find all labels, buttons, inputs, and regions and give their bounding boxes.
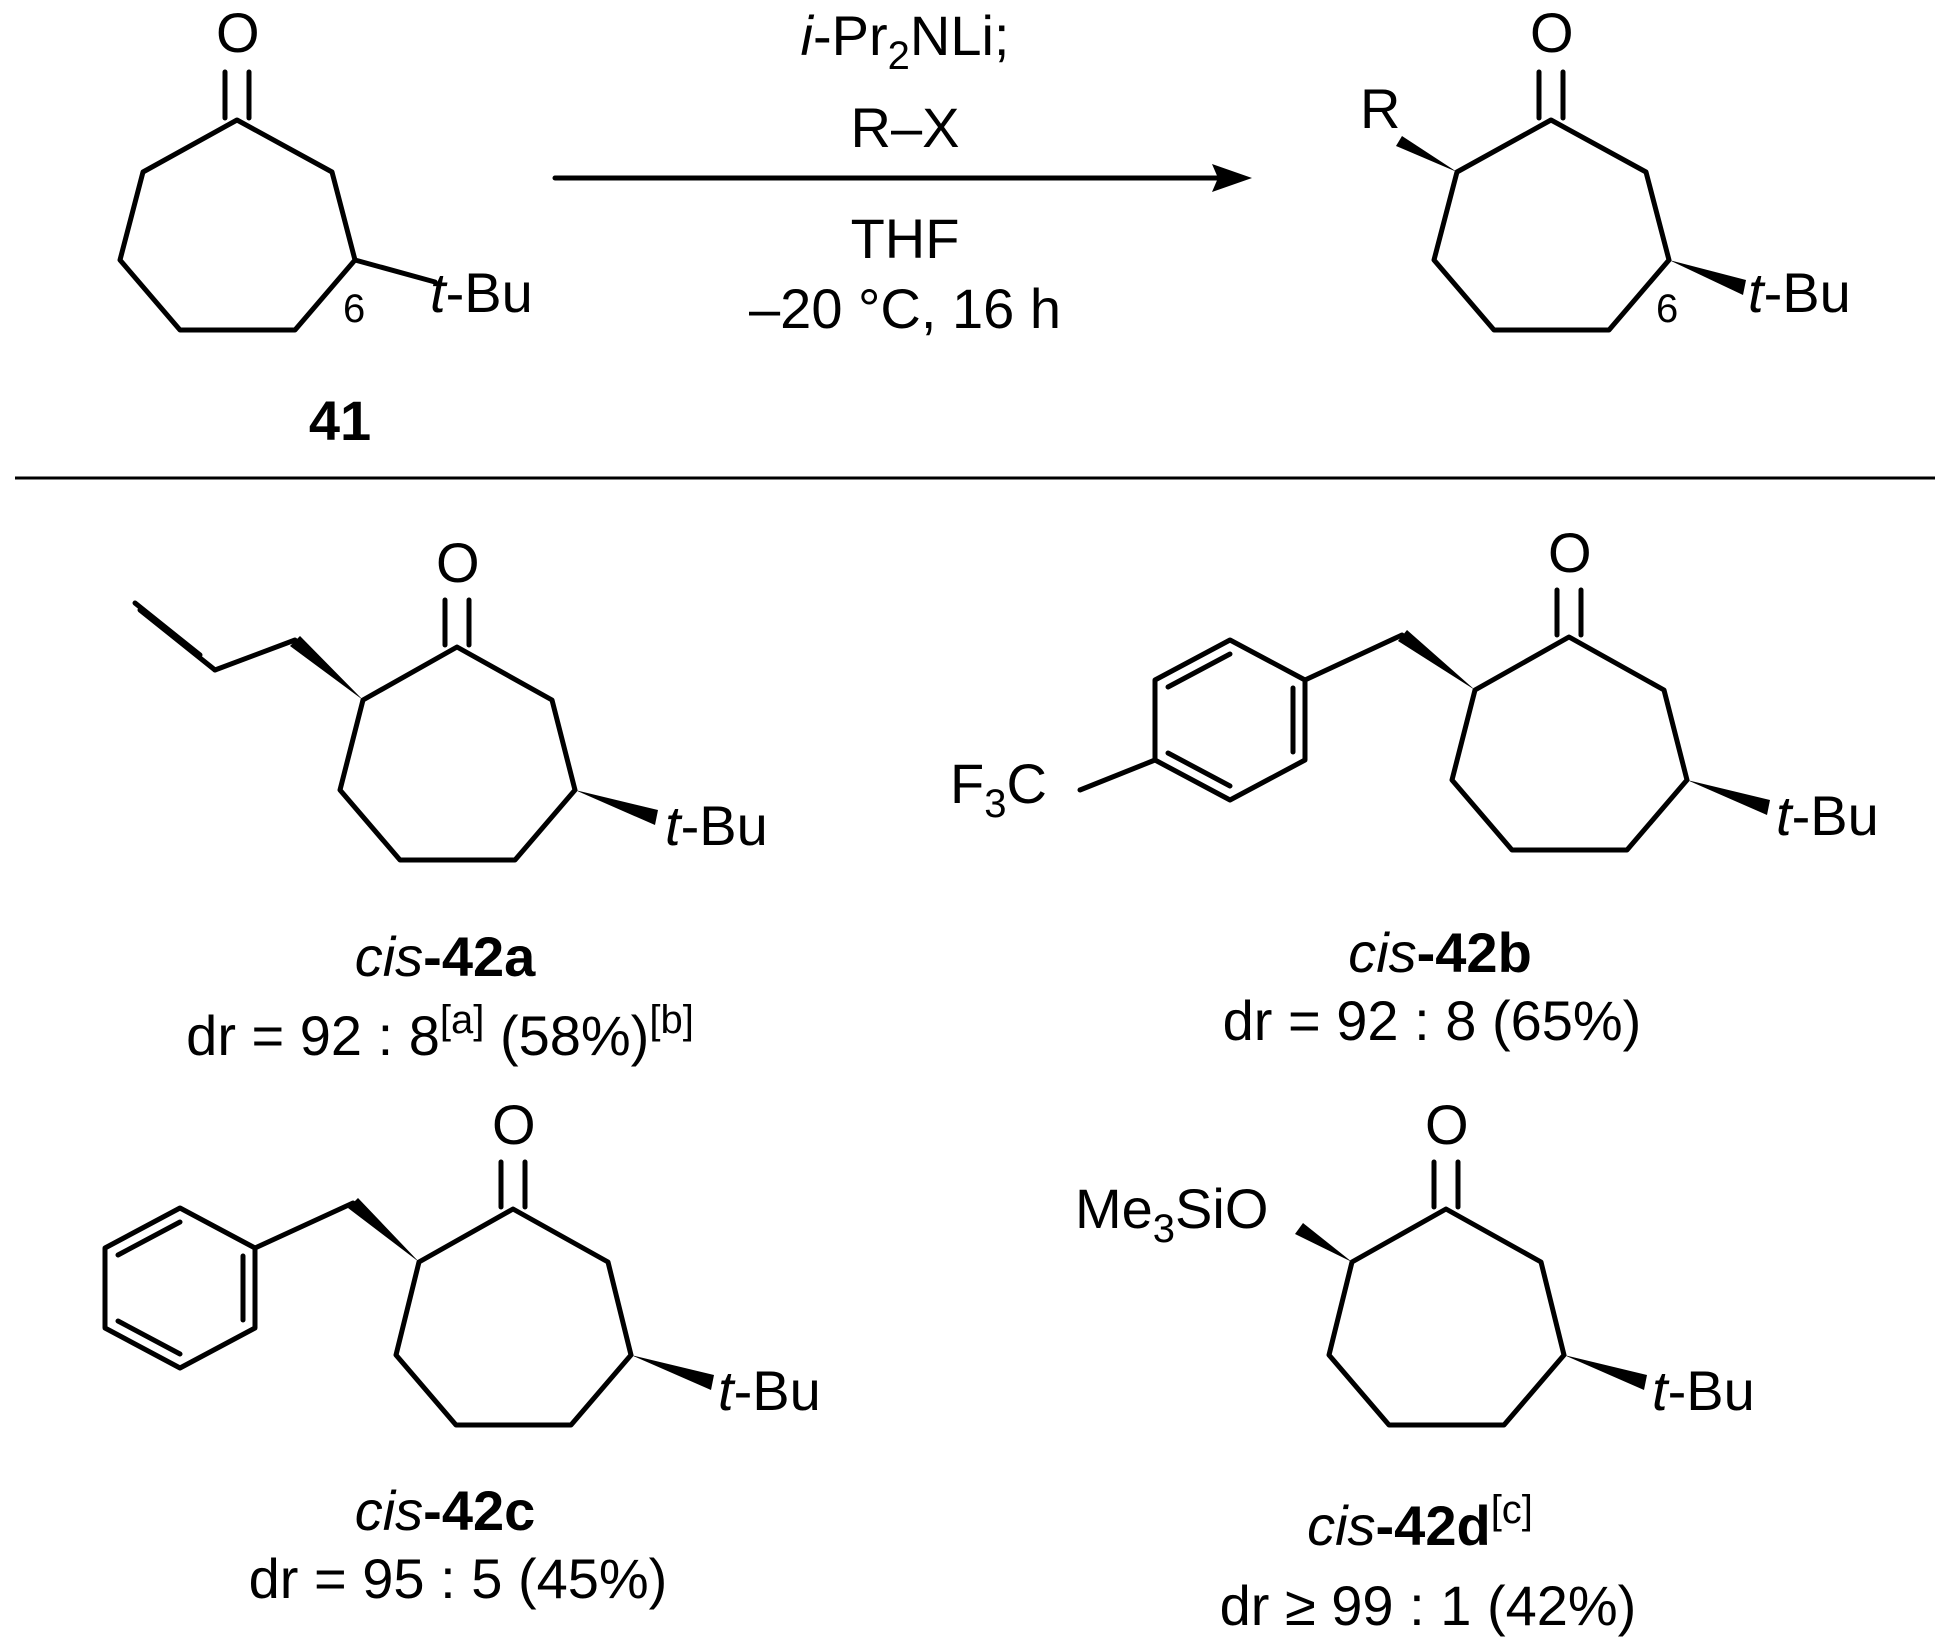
compound-42a-dr: dr = 92 : 8[a] (58%)[b] (186, 998, 694, 1067)
carbonyl-oxygen: O (216, 1, 260, 64)
r-wedge-bond (1396, 136, 1457, 172)
cycloheptanone-ring (1431, 117, 1672, 333)
benzyl-ch2-bond (1302, 632, 1405, 683)
compound-42b-label: cis-42b (1348, 921, 1532, 984)
phenyl-inner-bond-c (115, 1219, 183, 1258)
starting-material-41: O 6 t-Bu 41 (117, 1, 533, 452)
general-product: O R 6 t-Bu (1360, 1, 1851, 333)
cycloheptanone-ring (1326, 1206, 1567, 1428)
aryl-inner-bond-c (1165, 651, 1233, 690)
compound-42a-label: cis-42a (355, 925, 536, 988)
reaction-arrow-head (1212, 164, 1252, 192)
tbu-wedge-bond (631, 1355, 714, 1390)
aryl-inner-bond-b (1165, 750, 1233, 789)
reaction-conditions: i-Pr2NLi; R–X THF –20 °C, 16 h (552, 4, 1252, 340)
reagent-lda: i-Pr2NLi; (801, 4, 1010, 78)
position-6-label: 6 (343, 287, 365, 331)
benzyl-ch2-bond (252, 1200, 356, 1251)
cycloheptanone-ring (1449, 634, 1690, 853)
product-42a: O t-Bu cis-42a dr = 92 : 8[a] (58%)[b] (132, 531, 768, 1067)
benzyl-wedge-bond (348, 1198, 419, 1262)
compound-42d-dr: dr ≥ 99 : 1 (42%) (1220, 1574, 1637, 1637)
allyl-bond-ch2 (212, 637, 298, 673)
position-6-label: 6 (1656, 287, 1678, 331)
product-42d: O Me3SiO t-Bu cis-42d[c] dr ≥ 99 : 1 (42… (1075, 1093, 1755, 1637)
benzyl-wedge-bond (1398, 630, 1475, 690)
tbu-wedge-bond (1669, 260, 1746, 295)
solvent-label: THF (851, 207, 960, 270)
tbu-label: t-Bu (1748, 261, 1851, 324)
tbu-label: t-Bu (430, 261, 533, 324)
tbu-label: t-Bu (718, 1359, 821, 1422)
compound-42d-label: cis-42d[c] (1307, 1488, 1533, 1557)
compound-42c-dr: dr = 95 : 5 (45%) (249, 1547, 668, 1610)
allyl-double-bond-b (132, 600, 203, 658)
carbonyl-oxygen: O (492, 1093, 536, 1156)
tbu-label: t-Bu (1776, 784, 1879, 847)
cf3-bond (1077, 757, 1158, 793)
compound-41-label: 41 (309, 389, 371, 452)
product-42b: O F3C t-Bu cis-42b dr = 92 : 8 (65%) (950, 521, 1879, 1052)
cycloheptanone-ring (393, 1206, 634, 1428)
product-42c: O t-Bu cis-42c dr = 95 : 5 (45%) (102, 1093, 821, 1610)
phenyl-inner-bond-b (115, 1318, 183, 1357)
reagent-alkyl-halide: R–X (851, 96, 960, 159)
tbu-label: t-Bu (665, 794, 768, 857)
phenyl-ring (102, 1205, 258, 1371)
tbu-label: t-Bu (1652, 1359, 1755, 1422)
r-group-label: R (1360, 77, 1400, 140)
tms-ether-label: Me3SiO (1075, 1177, 1268, 1251)
carbonyl-oxygen: O (1548, 521, 1592, 584)
tbu-wedge-bond (1687, 780, 1770, 815)
temperature-time-label: –20 °C, 16 h (749, 277, 1061, 340)
tbu-wedge-bond (575, 790, 658, 825)
allyl-wedge-bond (290, 636, 363, 700)
silyloxy-wedge-bond (1295, 1223, 1352, 1262)
cf3-label: F3C (950, 752, 1047, 826)
cycloheptanone-ring (117, 117, 358, 333)
tbu-wedge-bond (1564, 1355, 1647, 1390)
aryl-ring (1152, 637, 1308, 803)
carbonyl-oxygen: O (436, 531, 480, 594)
carbonyl-oxygen: O (1425, 1093, 1469, 1156)
carbonyl-oxygen: O (1530, 1, 1574, 64)
tbu-bond (352, 257, 438, 285)
compound-42b-dr: dr = 92 : 8 (65%) (1223, 989, 1642, 1052)
compound-42c-label: cis-42c (355, 1479, 536, 1542)
cycloheptanone-ring (337, 644, 578, 863)
